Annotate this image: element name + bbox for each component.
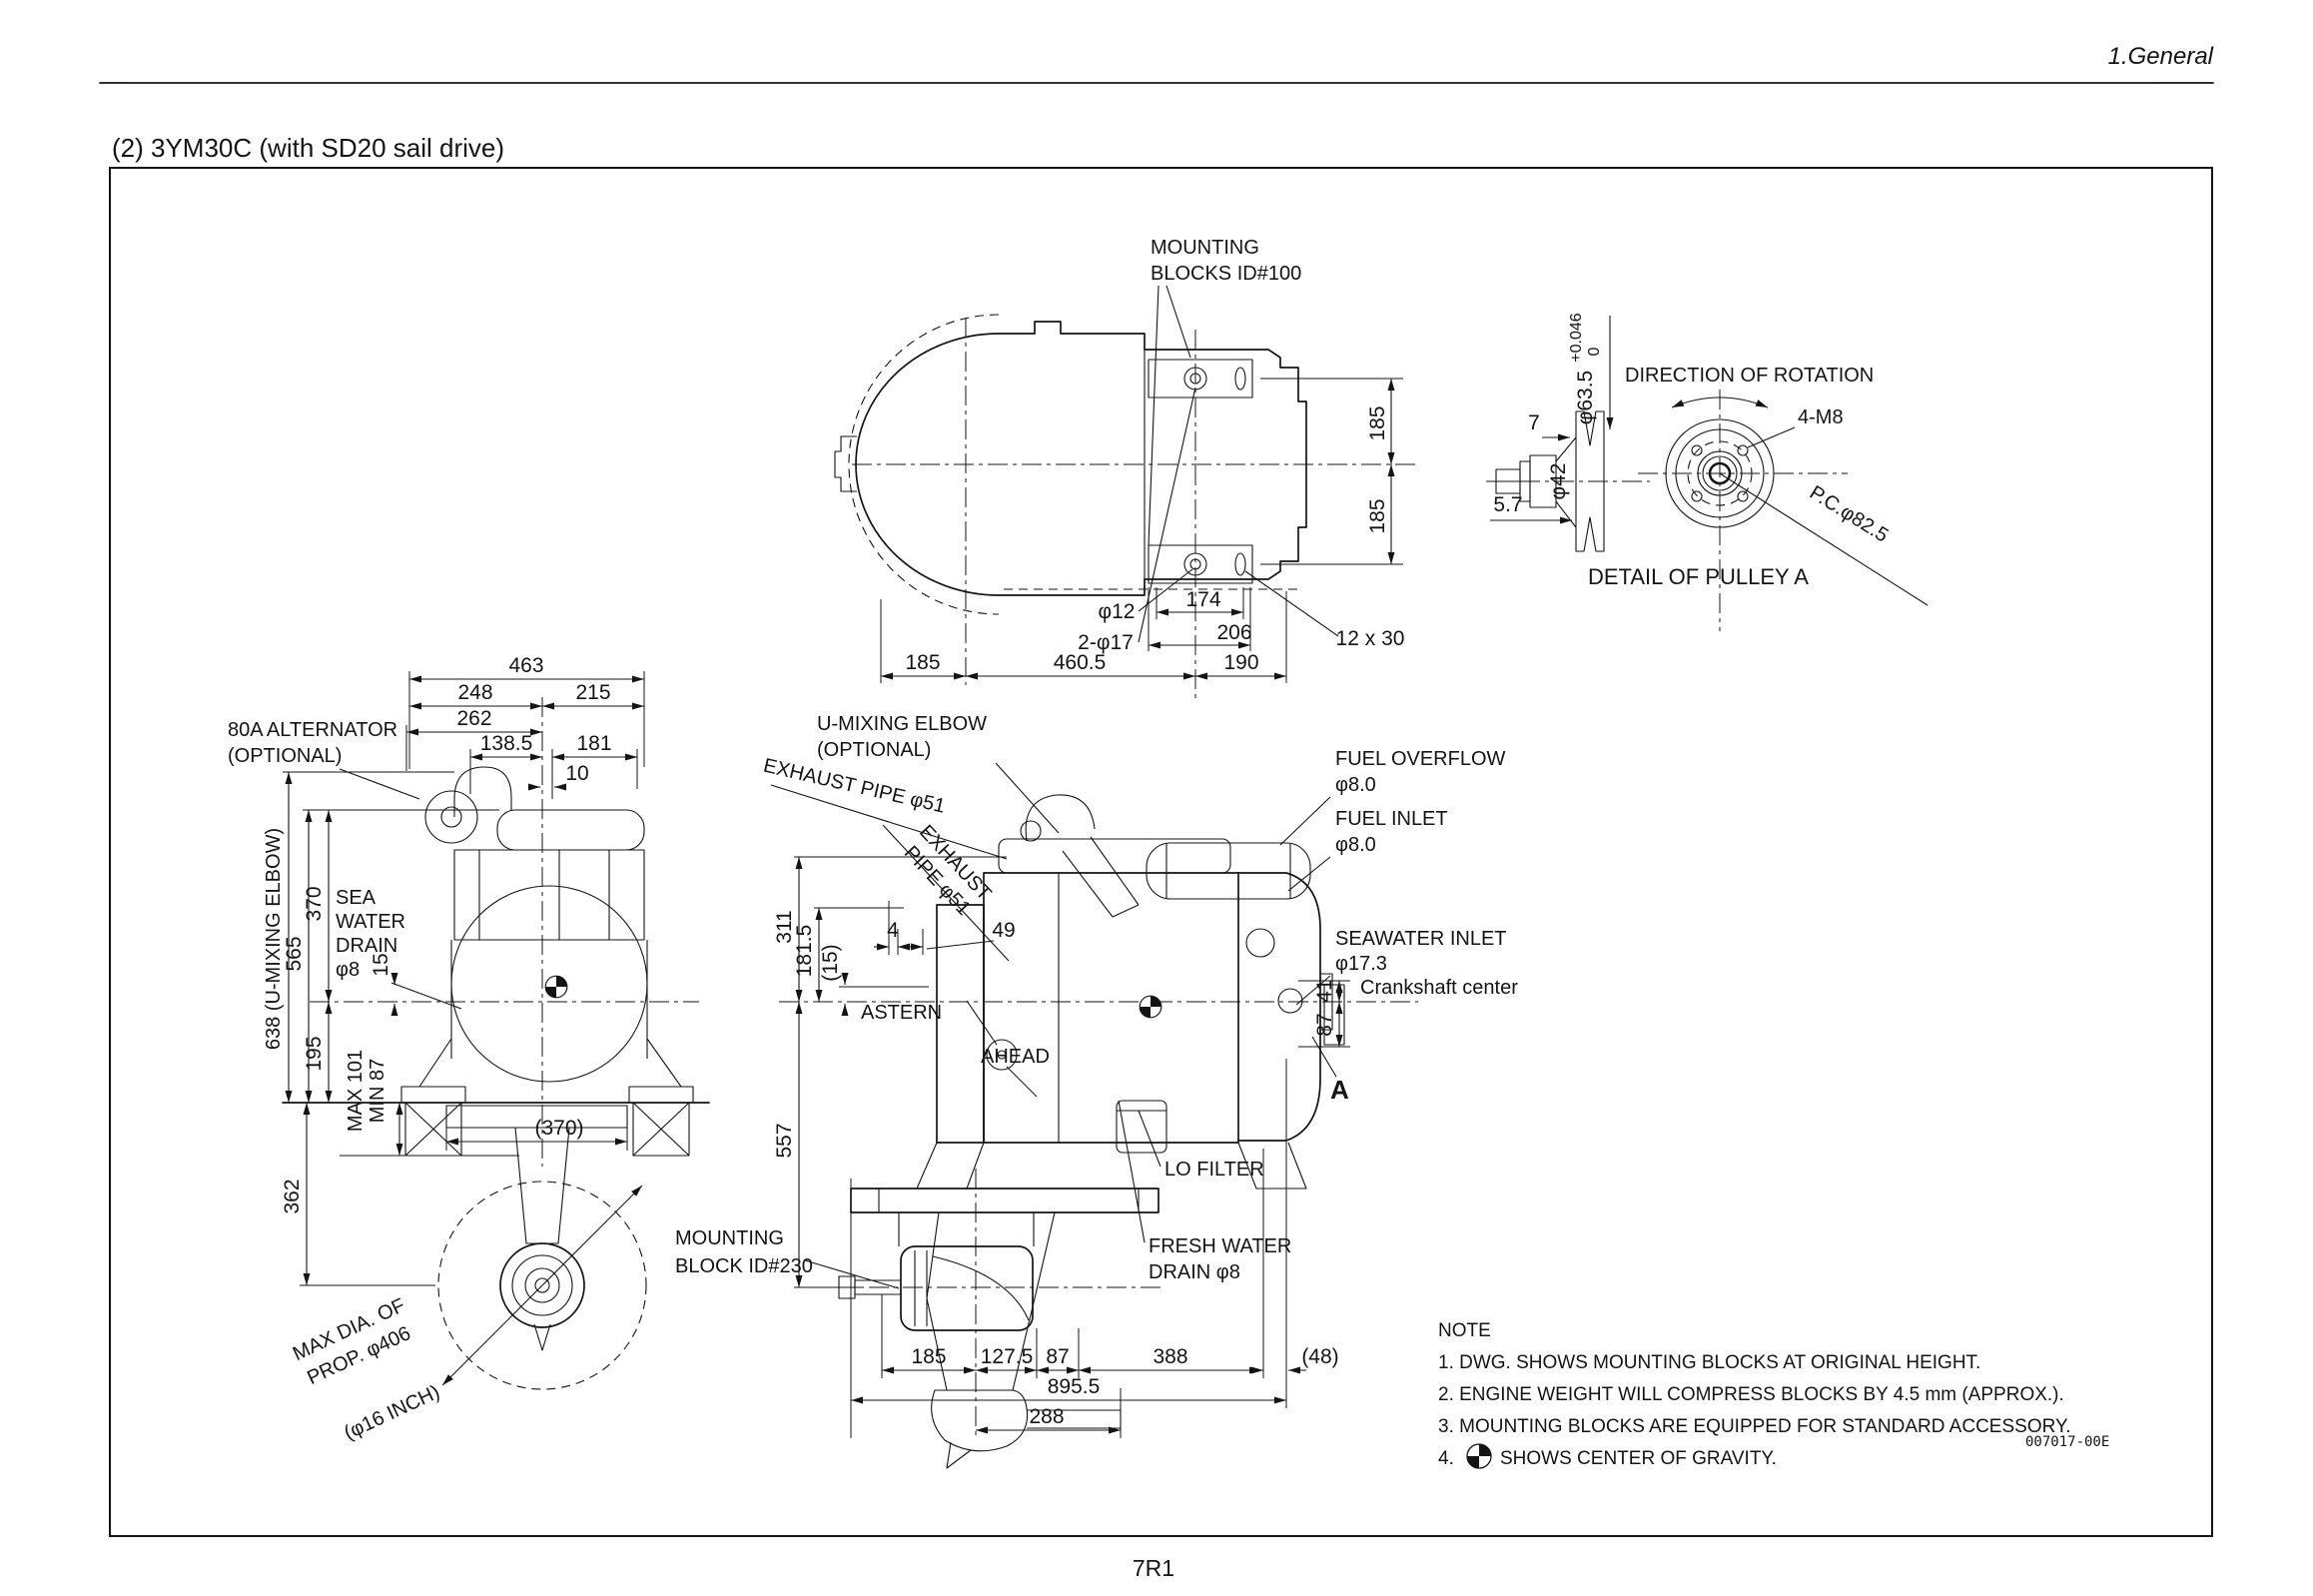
front-view: 463 248 215 262 138.5 181 10 638 (U-MIXI… <box>228 654 710 1444</box>
dim-262: 262 <box>456 707 491 730</box>
direction-of-rotation-label: DIRECTION OF ROTATION <box>1625 365 1874 387</box>
fresh-water-drain-label-1: FRESH WATER <box>1149 1235 1291 1257</box>
pulley-caption: DETAIL OF PULLEY A <box>1588 564 1809 589</box>
dim-463: 463 <box>508 654 543 677</box>
note-line-2: 2. ENGINE WEIGHT WILL COMPRESS BLOCKS BY… <box>1438 1384 2064 1405</box>
dim-370: 370 <box>303 886 326 921</box>
crankshaft-center-label: Crankshaft center <box>1360 977 1518 999</box>
dim-181: 181 <box>576 732 611 755</box>
lo-filter-label: LO FILTER <box>1164 1159 1264 1181</box>
dim-127-5: 127.5 <box>981 1345 1034 1368</box>
dim-10: 10 <box>565 762 588 785</box>
dim-185-top: 185 <box>1366 405 1389 440</box>
u-mixing-elbow-label-1: U-MIXING ELBOW <box>817 713 987 735</box>
bolts-4m8-label: 4-M8 <box>1798 406 1844 428</box>
mounting-blocks-label-1: MOUNTING <box>1151 237 1259 259</box>
pitch-circle-label: P.C.φ82.5 <box>1806 481 1892 546</box>
dim-895-5: 895.5 <box>1048 1375 1101 1398</box>
dim-185-bottom: 185 <box>905 651 940 674</box>
dim-174: 174 <box>1185 588 1220 611</box>
mounting-blocks-label-2: BLOCKS ID#100 <box>1151 263 1301 285</box>
seawater-inlet-label-2: φ17.3 <box>1335 953 1387 975</box>
page-title: (2) 3YM30C (with SD20 sail drive) <box>112 133 504 163</box>
dim-181-5: 181.5 <box>793 925 816 978</box>
dim-288: 288 <box>1029 1405 1064 1428</box>
dim-max-101: MAX 101 <box>345 1050 367 1132</box>
ahead-label: AHEAD <box>981 1046 1050 1068</box>
fuel-overflow-label-1: FUEL OVERFLOW <box>1335 748 1506 770</box>
dim-206: 206 <box>1216 621 1251 644</box>
dim-311: 311 <box>773 910 796 943</box>
dim-41: 41 <box>1313 979 1336 1002</box>
page-number: 7R1 <box>1133 1555 1174 1581</box>
pulley-dim-5-7: 5.7 <box>1493 493 1522 516</box>
top-view: MOUNTING BLOCKS ID#100 185 185 174 206 φ… <box>834 237 1418 699</box>
center-of-gravity-icon <box>1466 1443 1492 1469</box>
dim-638-umixing: 638 (U-MIXING ELBOW) <box>263 828 285 1050</box>
alternator-label-1: 80A ALTERNATOR <box>228 719 397 741</box>
dim-370p: (370) <box>534 1117 583 1140</box>
dim-215: 215 <box>575 681 610 704</box>
prop-label-3: (φ16 INCH) <box>341 1381 443 1444</box>
exhaust-pipe-label-a: EXHAUST PIPE φ51 <box>761 755 947 818</box>
slot-12x30-label: 12 x 30 <box>1336 627 1405 650</box>
u-mixing-elbow-label-2: (OPTIONAL) <box>817 739 931 761</box>
note-block: NOTE 1. DWG. SHOWS MOUNTING BLOCKS AT OR… <box>1438 1320 2070 1469</box>
pulley-dia-63-5: φ63.5 <box>1574 371 1597 425</box>
seawater-inlet-label-1: SEAWATER INLET <box>1335 928 1507 950</box>
dim-185-bottom-right: 185 <box>1366 498 1389 533</box>
dim-460-5: 460.5 <box>1054 651 1107 674</box>
dim-190: 190 <box>1223 651 1258 674</box>
dia-2x17-label: 2-φ17 <box>1078 631 1134 654</box>
astern-label: ASTERN <box>861 1002 942 1024</box>
doc-code: 007017-00E <box>2025 1434 2109 1450</box>
note-line-3: 3. MOUNTING BLOCKS ARE EQUIPPED FOR STAN… <box>1438 1416 2070 1437</box>
dim-87-bottom: 87 <box>1046 1345 1069 1368</box>
sea-water-drain-3: DRAIN <box>336 935 397 957</box>
note-title: NOTE <box>1438 1320 1491 1341</box>
dia-12-label: φ12 <box>1099 600 1136 623</box>
pulley-dim-7: 7 <box>1528 411 1540 434</box>
dim-362: 362 <box>281 1179 304 1213</box>
dim-557: 557 <box>773 1123 796 1158</box>
section-header: 1.General <box>2108 43 2214 70</box>
fuel-overflow-label-2: φ8.0 <box>1335 774 1376 796</box>
center-of-gravity-icon <box>1139 995 1162 1019</box>
sea-water-drain-1: SEA <box>336 887 377 909</box>
dim-15: 15 <box>370 953 392 976</box>
fresh-water-drain-label-2: DRAIN φ8 <box>1149 1261 1240 1283</box>
pulley-tol-plus: +0.046 <box>1568 313 1585 362</box>
dim-48: (48) <box>1301 1345 1338 1368</box>
dim-15p: (15) <box>819 944 842 981</box>
dim-min-87: MIN 87 <box>367 1059 388 1123</box>
sea-water-drain-2: WATER <box>336 911 405 933</box>
mounting-block-230-label-1: MOUNTING <box>675 1227 784 1249</box>
detail-a-label: A <box>1330 1075 1349 1105</box>
pulley-dia-42: φ42 <box>1547 463 1570 500</box>
dim-49: 49 <box>992 919 1015 942</box>
pulley-detail: 7 5.7 φ42 φ63.5 +0.046 0 DIRECTION OF RO… <box>1486 313 1928 631</box>
note-line-4-prefix: 4. <box>1438 1448 1454 1469</box>
note-line-4-suffix: SHOWS CENTER OF GRAVITY. <box>1500 1448 1777 1469</box>
drawing-border <box>109 167 2213 1537</box>
fuel-inlet-label-2: φ8.0 <box>1335 834 1376 856</box>
mounting-block-230-label-2: BLOCK ID#230 <box>675 1255 813 1277</box>
fuel-inlet-label-1: FUEL INLET <box>1335 808 1448 830</box>
dim-4: 4 <box>887 919 899 942</box>
page-header: 1.General <box>99 43 2214 84</box>
dim-185-side: 185 <box>911 1345 946 1368</box>
sea-water-drain-4: φ8 <box>336 959 360 981</box>
dim-248: 248 <box>457 681 492 704</box>
pulley-tol-zero: 0 <box>1586 347 1603 356</box>
dim-138-5: 138.5 <box>480 732 533 755</box>
dim-565: 565 <box>283 936 306 971</box>
side-view: 311 181.5 (15) 557 4 49 U-MIXING ELBOW (… <box>675 713 1518 1469</box>
dim-388: 388 <box>1153 1345 1187 1368</box>
note-line-1: 1. DWG. SHOWS MOUNTING BLOCKS AT ORIGINA… <box>1438 1352 1980 1373</box>
dim-87-vertical: 87 <box>1313 1013 1336 1036</box>
dim-195: 195 <box>303 1036 326 1071</box>
alternator-label-2: (OPTIONAL) <box>228 745 342 767</box>
center-of-gravity-icon <box>544 975 568 999</box>
